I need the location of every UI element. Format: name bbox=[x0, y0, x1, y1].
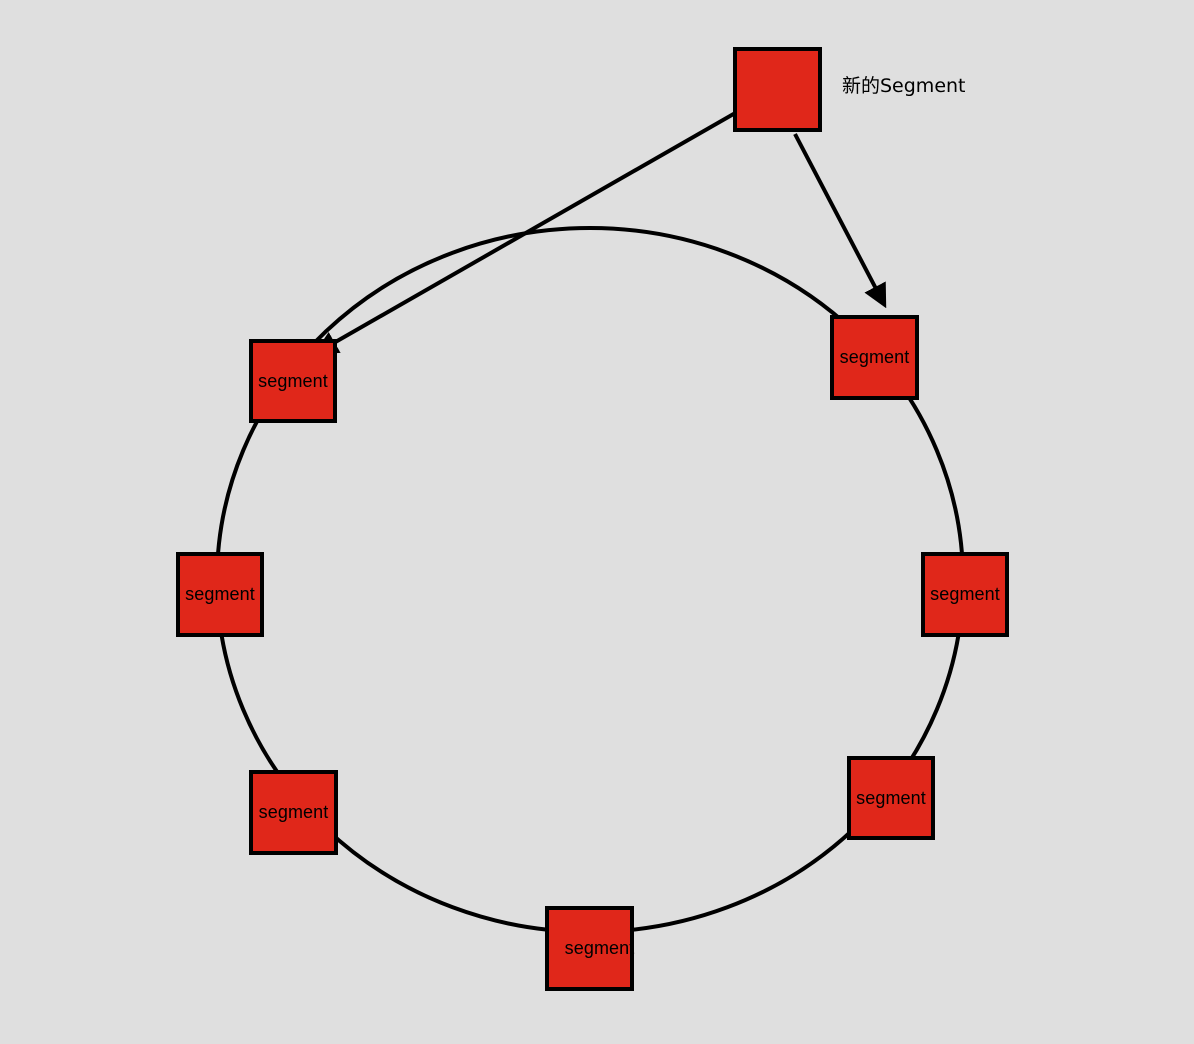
arrow-to-upper-left bbox=[313, 106, 745, 355]
segment-label: segment bbox=[856, 787, 926, 808]
segment-node-bottom: segment bbox=[545, 906, 634, 991]
segment-label: segment bbox=[258, 370, 328, 391]
segment-node-lower-right: segment bbox=[847, 756, 935, 840]
segment-node-upper-right: segment bbox=[830, 315, 919, 400]
arrow-to-upper-right bbox=[793, 133, 887, 309]
segment-node-lower-left: segment bbox=[249, 770, 338, 855]
segment-node-right: segment bbox=[921, 552, 1009, 637]
new-segment-caption: 新的Segment bbox=[842, 75, 966, 97]
segment-label: segment bbox=[258, 802, 329, 822]
segment-label: segment bbox=[564, 938, 635, 958]
new-segment-box bbox=[733, 47, 822, 132]
segment-label: segment bbox=[185, 584, 255, 604]
segment-label: segment bbox=[930, 584, 1000, 604]
segment-node-upper-left: segment bbox=[249, 339, 337, 423]
segment-node-left: segment bbox=[176, 552, 264, 637]
segment-label: segment bbox=[839, 347, 910, 367]
